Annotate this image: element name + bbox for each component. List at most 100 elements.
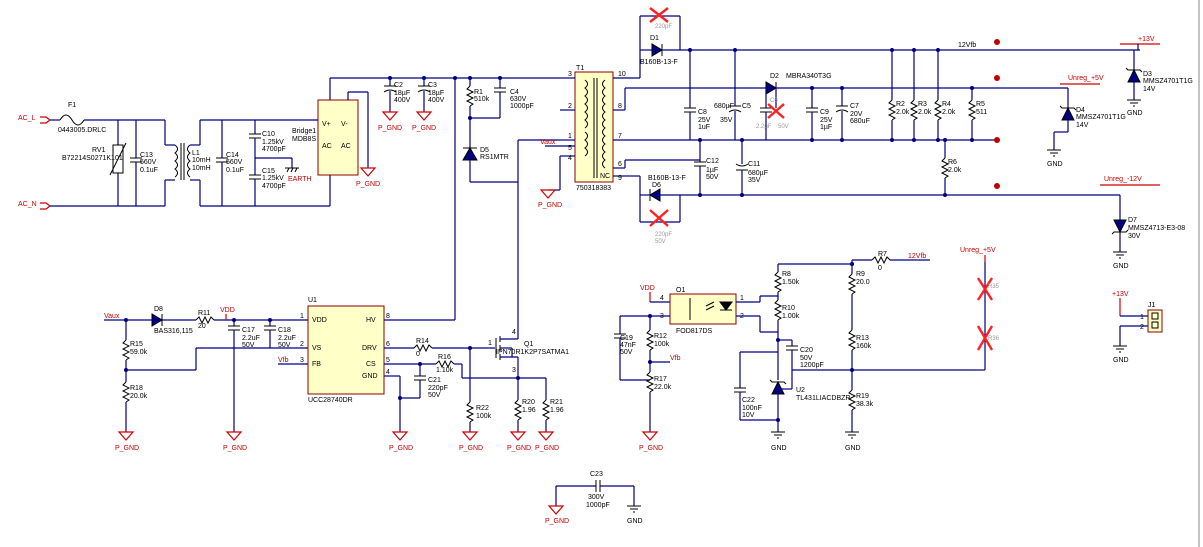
c17-v1: 2.2uF (242, 335, 260, 342)
gnd-r19: GND (845, 445, 861, 452)
c11-ref: C11 (748, 161, 760, 168)
pgnd-t1: P_GND (538, 202, 562, 209)
r11-ref: R11 (198, 310, 210, 317)
d2-value: MBRA340T3G (786, 73, 832, 80)
net-13v-top: +13V (1138, 36, 1155, 43)
u2-ref: U2 (796, 387, 805, 394)
r8-value: 1.50k (782, 279, 800, 286)
connector-j1: +13V GND J1 1 2 (1112, 291, 1163, 364)
c7-v2: 680uF (850, 118, 870, 125)
u1-pin-vdd: VDD (312, 317, 327, 324)
t1-value: 750318383 (576, 185, 611, 192)
secondary-13v: D1 B160B-13-F 220pF 12Vfb +13V D2 MBRA34… (624, 7, 1193, 168)
r2-ref: R2 (896, 101, 905, 108)
c18-v2: 50V (278, 342, 291, 349)
c19-v1: 47nF (620, 342, 636, 349)
c15-v2: 4700pF (262, 183, 286, 190)
q1-pin4: 4 (512, 329, 516, 336)
bridge1-p4: AC (341, 143, 351, 150)
net-12vfb-top: 12Vfb (958, 42, 976, 49)
t1-aux-coil-icon (584, 131, 588, 157)
net-vfb-u1: Vfb (278, 357, 289, 364)
r4-value: 2.0k (942, 109, 956, 116)
c4-ref: C4 (510, 89, 519, 96)
d5-value: RS1MTR (480, 154, 509, 161)
u1-pin8-num: 8 (386, 313, 390, 320)
f1-ref: F1 (68, 102, 76, 109)
r9-value: 20.0 (856, 279, 870, 286)
c21-v1: 220pF (428, 385, 448, 392)
r13-value: 160k (856, 343, 872, 350)
r21-value: 1.96 (550, 407, 564, 414)
d7-v: 30V (1128, 233, 1141, 240)
net-unreg-5v: Unreg_+5V (1068, 75, 1104, 82)
u1-pin-drv: DRV (362, 345, 377, 352)
net-label-ac-l: AC_L (18, 115, 36, 122)
bridge1-body (317, 99, 359, 176)
c6-v2: 50V (778, 124, 789, 130)
j1-pin1: 1 (1140, 314, 1144, 321)
net-vaux-left: Vaux (104, 313, 120, 320)
net-12vfb-fb: 12Vfb (908, 253, 926, 260)
t1-pin6: 6 (618, 161, 622, 168)
net-earth: EARTH (288, 176, 312, 183)
gnd-c23: GND (627, 518, 643, 525)
port-ac-n-icon (40, 202, 51, 210)
gnd-d4: GND (1047, 161, 1063, 168)
q1-ref: Q1 (524, 341, 533, 348)
c10-v1: 1.25kV (262, 139, 284, 146)
r1-ref: R1 (474, 89, 483, 96)
r16-ref: R16 (438, 354, 451, 361)
o1-pin1: 1 (740, 295, 744, 302)
r10-value: 1.00k (782, 313, 800, 320)
u1-value: UCC28740DR (308, 397, 353, 404)
c11-v2: 35V (748, 177, 761, 184)
c22-ref: C22 (742, 397, 755, 404)
t1-secondary-coil-icon (602, 79, 606, 169)
r8-ref: R8 (782, 271, 791, 278)
r15-value: 59.0k (130, 349, 148, 356)
c23-v2: 1000pF (586, 502, 610, 509)
ac-input-section: AC_L AC_N F1 0443005.DRLC RV1 B72214S027… (18, 77, 560, 210)
bridge1-ref: Bridge1 (292, 128, 316, 135)
c12-ref: C12 (706, 158, 719, 165)
u1-pin-hv: HV (366, 317, 376, 324)
pgnd-c23: P_GND (545, 518, 569, 525)
c5-v2: 35V (720, 117, 733, 124)
t1-pin8: 8 (618, 103, 622, 110)
d4-v: 14V (1076, 122, 1089, 129)
d5-ref: D5 (480, 147, 489, 154)
q1-pin1: 1 (488, 340, 492, 347)
u1-body (307, 305, 385, 395)
snubber: R1 510k C4 630V 1000pF D5 RS1MTR (462, 76, 560, 332)
c10-v2: 4700pF (262, 146, 286, 153)
r7-ref: R7 (878, 251, 887, 258)
r19-ref: R19 (856, 393, 869, 400)
pgnd-c17: P_GND (223, 445, 247, 452)
t1-pin10: 10 (618, 71, 626, 78)
gnd-d7: GND (1113, 263, 1129, 270)
r7-value: 0 (878, 265, 882, 272)
c8-v1: 25V (698, 117, 711, 124)
pgnd-r18: P_GND (115, 445, 139, 452)
r2-value: 2.0k (896, 109, 910, 116)
u1-pin5-num: 5 (386, 357, 390, 364)
d4-ref: D4 (1076, 107, 1085, 114)
c9-v1: 25V (820, 117, 833, 124)
t1-pin7: 7 (618, 133, 622, 140)
pgnd-u1: P_GND (389, 445, 413, 452)
c7-ref: C7 (850, 103, 859, 110)
c23-ref: C23 (590, 471, 603, 478)
svg-text:220pF: 220pF (655, 232, 672, 238)
secondary-12v: B160B-13-F D6 220pF 50V C12 1µF 50V C11 … (624, 138, 1185, 270)
r20-value: 1.96 (522, 407, 536, 414)
r17-value: 22.0k (654, 384, 672, 391)
u2-value: TL431LIACDBZR (796, 395, 850, 402)
r22-ref: R22 (476, 405, 489, 412)
c19-ref: C19 (620, 335, 633, 342)
c2-ref: C2 (394, 82, 403, 89)
d1-ref: D1 (650, 35, 659, 42)
r3-value: 2.0k (918, 109, 932, 116)
net-label-ac-n: AC_N (18, 201, 37, 208)
